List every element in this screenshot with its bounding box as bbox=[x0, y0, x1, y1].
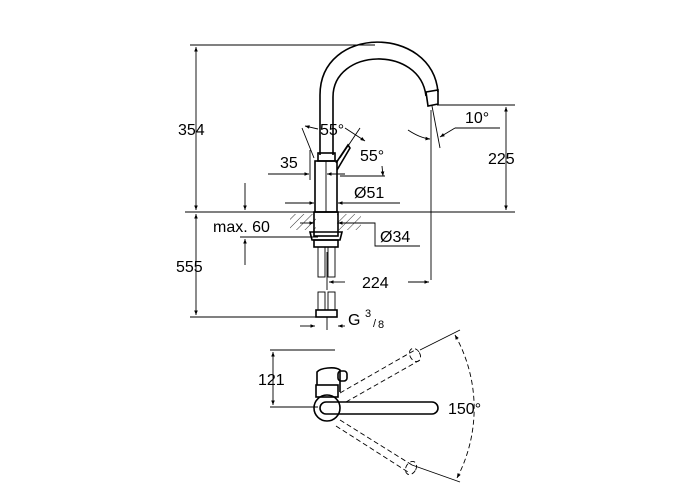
countertop-section bbox=[290, 211, 361, 248]
thread-numerator: 3 bbox=[365, 308, 371, 320]
spout-reach-label: 224 bbox=[362, 275, 389, 292]
faucet-body bbox=[314, 143, 351, 213]
hole-diameter-label: Ø34 bbox=[380, 229, 410, 246]
handle-angle-right-label: 55° bbox=[360, 148, 384, 165]
dimension-counter-thickness: max. 60 bbox=[213, 183, 318, 265]
body-diameter-label: Ø51 bbox=[354, 185, 384, 202]
thread-denominator: 8 bbox=[378, 319, 384, 331]
faucet-spout bbox=[317, 41, 439, 162]
dimension-handle-angles: 55° 55° bbox=[301, 122, 385, 177]
dimension-hole-diameter: Ø34 bbox=[300, 221, 420, 247]
dimension-handle-offset: 35 bbox=[268, 150, 345, 180]
counter-thickness-label: max. 60 bbox=[213, 219, 270, 236]
dimension-spout-height: 225 bbox=[488, 107, 515, 210]
spout-height-label: 225 bbox=[488, 151, 515, 168]
top-view: 121 150° bbox=[258, 329, 481, 483]
depth-label: 121 bbox=[258, 372, 285, 389]
dimension-connection-thread: G 3 / 8 bbox=[300, 308, 384, 331]
handle-angle-left-label: 55° bbox=[320, 122, 344, 139]
handle-offset-label: 35 bbox=[280, 155, 298, 172]
reference-lines bbox=[185, 44, 515, 318]
supply-hoses bbox=[315, 246, 338, 318]
total-height-label: 354 bbox=[178, 122, 205, 139]
dimension-spout-reach: 224 bbox=[326, 252, 429, 292]
swivel-angle-label: 150° bbox=[448, 401, 481, 418]
spout-angle-label: 10° bbox=[465, 110, 489, 127]
dimension-body-diameter: Ø51 bbox=[285, 185, 400, 205]
dimension-below-counter: 555 bbox=[176, 214, 203, 315]
thread-label: G bbox=[348, 312, 360, 329]
dimension-total-height: 354 bbox=[178, 47, 205, 210]
thread-fraction-slash: / bbox=[373, 318, 377, 330]
dimension-spout-angle: 10° bbox=[407, 105, 500, 149]
below-counter-label: 555 bbox=[176, 259, 203, 276]
